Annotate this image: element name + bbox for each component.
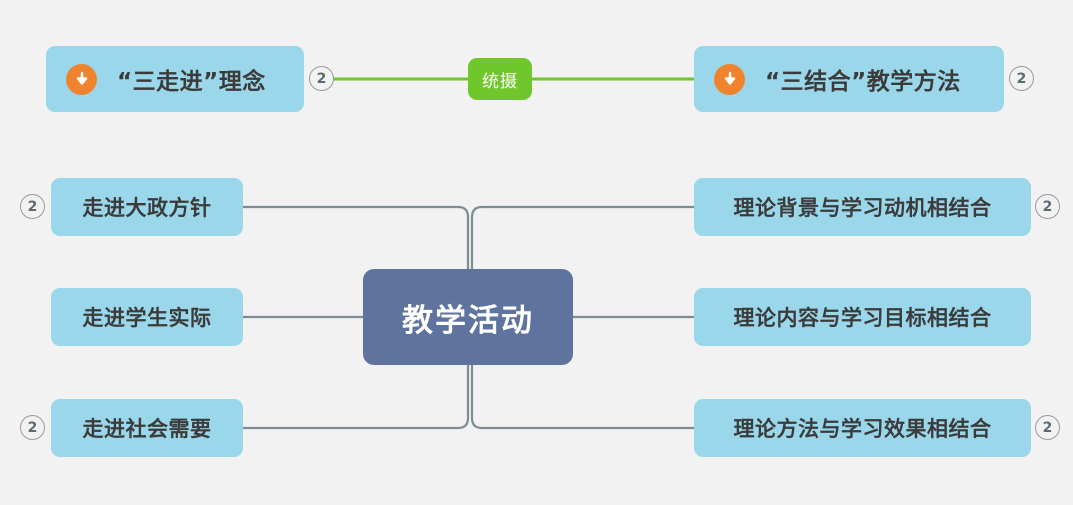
center-node-label: 教学活动 bbox=[402, 302, 534, 339]
topic-node-right[interactable]: “三结合”教学方法 bbox=[694, 46, 1004, 112]
badge-left-1[interactable]: 2 bbox=[20, 194, 45, 219]
branch-right-1[interactable]: 理论背景与学习动机相结合 bbox=[694, 178, 1031, 236]
wire-left-top bbox=[243, 205, 470, 275]
topic-node-left[interactable]: “三走进”理念 bbox=[46, 46, 304, 112]
topic-node-left-label: “三走进”理念 bbox=[117, 69, 266, 95]
badge-topic-right[interactable]: 2 bbox=[1009, 66, 1034, 91]
branch-right-3-label: 理论方法与学习效果相结合 bbox=[733, 417, 992, 441]
branch-left-3-label: 走进社会需要 bbox=[82, 417, 212, 441]
badge-right-3[interactable]: 2 bbox=[1035, 415, 1060, 440]
down-arrow-circle-icon bbox=[714, 63, 745, 95]
center-node[interactable]: 教学活动 bbox=[363, 269, 573, 365]
topic-node-right-label: “三结合”教学方法 bbox=[765, 69, 961, 95]
branch-left-1[interactable]: 走进大政方针 bbox=[51, 178, 243, 236]
branch-left-2[interactable]: 走进学生实际 bbox=[51, 288, 243, 346]
badge-left-3[interactable]: 2 bbox=[20, 415, 45, 440]
branch-right-2-label: 理论内容与学习目标相结合 bbox=[733, 306, 992, 330]
wire-right-bottom bbox=[470, 359, 694, 430]
branch-right-3[interactable]: 理论方法与学习效果相结合 bbox=[694, 399, 1031, 457]
branch-left-2-label: 走进学生实际 bbox=[82, 306, 212, 330]
badge-topic-left[interactable]: 2 bbox=[309, 66, 334, 91]
branch-right-2[interactable]: 理论内容与学习目标相结合 bbox=[694, 288, 1031, 346]
branch-right-1-label: 理论背景与学习动机相结合 bbox=[733, 196, 992, 220]
relation-label-text: 统摄 bbox=[482, 71, 518, 92]
relation-label-tongshe[interactable]: 统摄 bbox=[468, 58, 532, 100]
wire-right-top bbox=[470, 205, 694, 275]
branch-left-1-label: 走进大政方针 bbox=[82, 196, 212, 220]
wire-left-bottom bbox=[243, 359, 470, 430]
branch-left-3[interactable]: 走进社会需要 bbox=[51, 399, 243, 457]
badge-right-1[interactable]: 2 bbox=[1035, 194, 1060, 219]
down-arrow-circle-icon bbox=[66, 63, 97, 95]
